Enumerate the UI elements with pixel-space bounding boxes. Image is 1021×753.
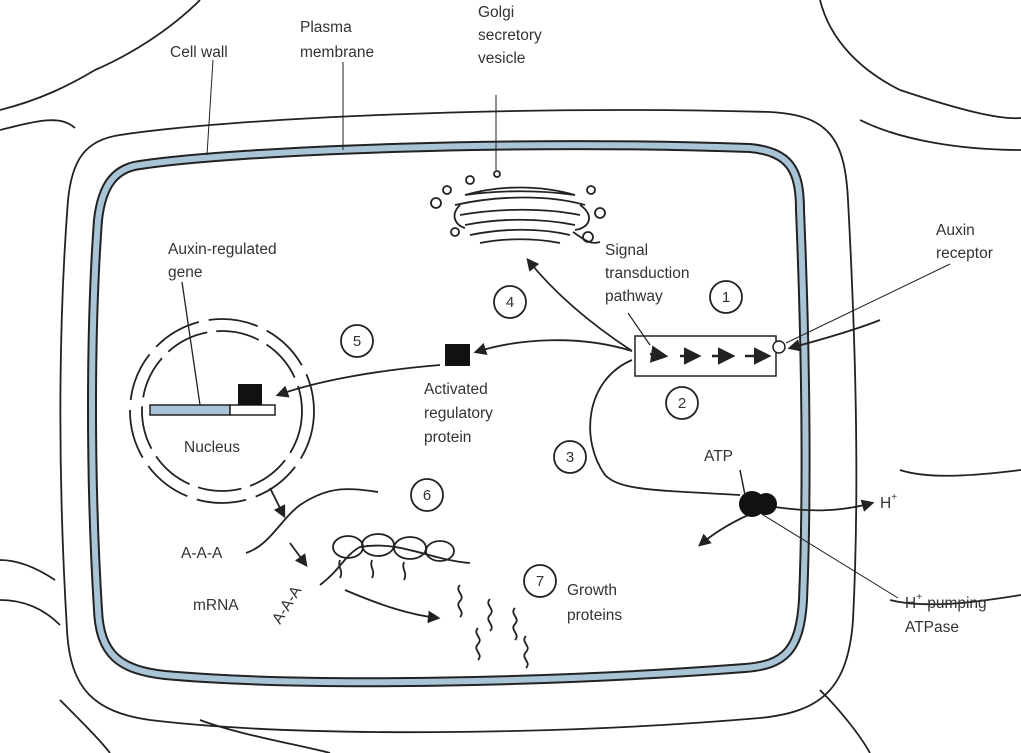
step-4: 4	[506, 294, 514, 311]
label-auxin-receptor-1: Auxin	[936, 222, 975, 239]
label-golgi-1: Golgi	[478, 4, 514, 21]
activated-regulatory-protein	[445, 344, 470, 366]
step-markers	[341, 281, 742, 597]
label-golgi-3: vesicle	[478, 50, 525, 67]
label-pump-1: H+-pumping	[905, 592, 987, 612]
label-atp: ATP	[704, 448, 733, 465]
step-1: 1	[722, 289, 730, 306]
mrna-strands	[246, 489, 470, 585]
auxin-regulated-gene	[150, 384, 275, 415]
step-numbers: 1 2 3 4 5 6 7	[353, 289, 730, 590]
step-7: 7	[536, 573, 544, 590]
label-golgi-2: secretory	[478, 27, 542, 44]
pathway-arrows	[270, 260, 872, 618]
label-signal-1: Signal	[605, 242, 648, 259]
labels: Cell wall Plasma membrane Golgi secretor…	[168, 4, 993, 636]
label-activated-1: Activated	[424, 381, 488, 398]
label-polya-2: A-A-A	[269, 582, 306, 627]
label-auxin-receptor-2: receptor	[936, 245, 993, 262]
label-signal-3: pathway	[605, 288, 663, 305]
label-cell-wall: Cell wall	[170, 44, 228, 61]
label-growth-1: Growth	[567, 582, 617, 599]
step-2: 2	[678, 395, 686, 412]
label-auxin-gene-1: Auxin-regulated	[168, 241, 277, 258]
label-plasma-membrane-1: Plasma	[300, 19, 352, 36]
label-mrna: mRNA	[193, 597, 239, 614]
step-6: 6	[423, 487, 431, 504]
growth-protein-molecules	[458, 585, 527, 668]
label-activated-2: regulatory	[424, 405, 493, 422]
label-signal-2: transduction	[605, 265, 689, 282]
golgi-apparatus	[431, 171, 605, 243]
label-h-plus: H+	[880, 492, 897, 512]
label-nucleus: Nucleus	[184, 439, 240, 456]
step-5: 5	[353, 333, 361, 350]
step-3: 3	[566, 449, 574, 466]
h-pumping-atpase	[739, 470, 898, 598]
label-growth-2: proteins	[567, 607, 622, 624]
label-pump-2: ATPase	[905, 619, 959, 636]
label-plasma-membrane-2: membrane	[300, 44, 374, 61]
label-activated-3: protein	[424, 429, 471, 446]
label-auxin-gene-2: gene	[168, 264, 202, 281]
label-polya-1: A-A-A	[181, 545, 223, 562]
auxin-receptor	[773, 341, 785, 353]
